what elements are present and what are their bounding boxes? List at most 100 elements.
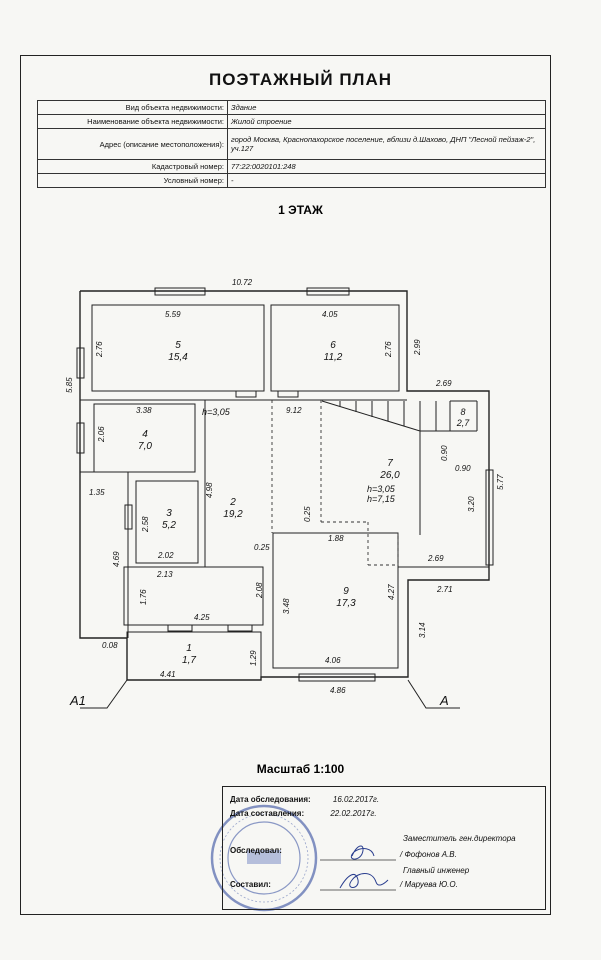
room-number: 4: [142, 429, 148, 440]
survey-date: 16.02.2017г.: [332, 795, 380, 804]
floor-label: 1 ЭТАЖ: [278, 203, 323, 217]
door: [277, 390, 299, 398]
page-frame: [20, 55, 551, 915]
room-area: 2,7: [456, 418, 471, 428]
scale-label: Масштаб 1:100: [256, 762, 345, 776]
object-info-table: Вид объекта недвижимости:Здание Наименов…: [37, 100, 546, 188]
dim-label: 4.98: [205, 482, 214, 498]
dim-label: 10.72: [232, 278, 253, 287]
compiler-label: Составил:: [230, 880, 271, 889]
height-label: h=3,05: [367, 484, 396, 494]
window: [124, 504, 133, 530]
dim-label: 0.25: [303, 506, 312, 522]
room-6-outline: [270, 304, 400, 392]
info-row: Условный номер:-: [37, 173, 546, 188]
info-row: Вид объекта недвижимости:Здание: [37, 100, 546, 115]
dim-label: 2.06: [97, 426, 106, 443]
made-date: 22.02.2017г.: [330, 809, 377, 818]
dim-label: 2.69: [435, 379, 452, 388]
made-date-row: Дата составления: 22.02.2017г.: [230, 809, 377, 818]
room-labels: 5 15,4 6 11,2 4 7,0 3 5,2 2 19,2 7 26,0 …: [138, 340, 470, 666]
dim-label: 2.58: [141, 516, 150, 533]
dim-label: 0.90: [455, 464, 471, 473]
compiler-row: Составил:: [230, 880, 271, 889]
room-number: 3: [166, 508, 172, 519]
room-area: 17,3: [336, 598, 356, 609]
company-seal: [210, 804, 318, 912]
signature-1: [350, 845, 375, 860]
window: [76, 422, 85, 454]
room-area: 15,4: [168, 352, 188, 363]
dim-label: 0.90: [440, 445, 449, 461]
window: [306, 287, 350, 296]
room-area: 11,2: [324, 352, 343, 363]
room-5-outline: [91, 304, 265, 392]
height-label: h=3,05: [202, 407, 231, 417]
dim-label: 2.99: [413, 339, 422, 356]
dim-label: 2.13: [156, 570, 173, 579]
window: [154, 287, 206, 296]
dim-label: 4.27: [387, 584, 396, 600]
dimension-labels: 10.72 5.59 4.05 2.76 2.76 2.99 5.85 3.38…: [65, 278, 505, 695]
window: [76, 347, 85, 379]
made-date-label: Дата составления:: [230, 809, 305, 818]
height-label: h=7,15: [367, 494, 396, 504]
dim-label: 4.69: [112, 551, 121, 567]
dim-label: 2.08: [255, 582, 264, 599]
room-1-outline: [126, 631, 262, 681]
dim-label: 2.69: [427, 554, 444, 563]
room-number: 2: [229, 497, 236, 508]
room-3-outline: [135, 480, 199, 564]
dim-label: 1.29: [249, 650, 258, 666]
dim-label: 0.25: [254, 543, 270, 552]
dim-label: 3.14: [418, 622, 427, 638]
compiler-role: Главный инженер: [403, 866, 470, 875]
dim-label: 2.71: [436, 585, 453, 594]
room-area: 19,2: [223, 509, 243, 520]
dim-label: 0.08: [102, 641, 118, 650]
inspector-row: Обследовал:: [230, 846, 282, 855]
dim-label: 3.20: [467, 496, 476, 512]
room-number: 7: [387, 458, 393, 469]
height-labels: h=3,05 h=3,05 h=7,15: [202, 407, 396, 504]
room-4-outline: [93, 403, 196, 473]
dim-label: 4.06: [325, 656, 341, 665]
dim-label: 5.77: [496, 474, 505, 490]
window: [227, 624, 253, 632]
room-number: 1: [186, 643, 192, 654]
dim-label: 9.12: [286, 406, 302, 415]
section-line-a1: [80, 679, 128, 709]
dim-label: 3.48: [282, 598, 291, 614]
window: [298, 673, 376, 682]
inspector-label: Обследовал:: [230, 846, 282, 855]
dim-label: 2.02: [157, 551, 174, 560]
section-line-a: [407, 679, 460, 709]
section-label-a: А: [439, 693, 449, 708]
dim-label: 4.41: [160, 670, 176, 679]
signature-2: [339, 873, 389, 889]
room-area: 26,0: [379, 470, 400, 481]
inspector-role: Заместитель ген.директора: [403, 834, 516, 843]
dim-label: 2.76: [384, 341, 393, 358]
dim-label: 4.25: [194, 613, 210, 622]
door: [235, 390, 257, 398]
room-9-outline: [272, 532, 399, 669]
room-number: 9: [343, 586, 349, 597]
room-number: 6: [330, 340, 336, 351]
window: [167, 624, 193, 632]
room-number: 8: [460, 407, 465, 417]
dim-label: 1.76: [139, 589, 148, 605]
document-title: ПОЭТАЖНЫЙ ПЛАН: [208, 70, 393, 89]
survey-date-row: Дата обследования: 16.02.2017г.: [230, 795, 379, 804]
dim-label: 4.86: [330, 686, 346, 695]
dim-label: 4.05: [322, 310, 338, 319]
room-area: 7,0: [138, 441, 152, 452]
section-label-a1: А1: [69, 693, 86, 708]
dim-label: 2.76: [95, 341, 104, 358]
window: [485, 469, 494, 566]
inspector-name: / Фофонов А.В.: [400, 850, 457, 859]
dim-label: 5.85: [65, 377, 74, 393]
